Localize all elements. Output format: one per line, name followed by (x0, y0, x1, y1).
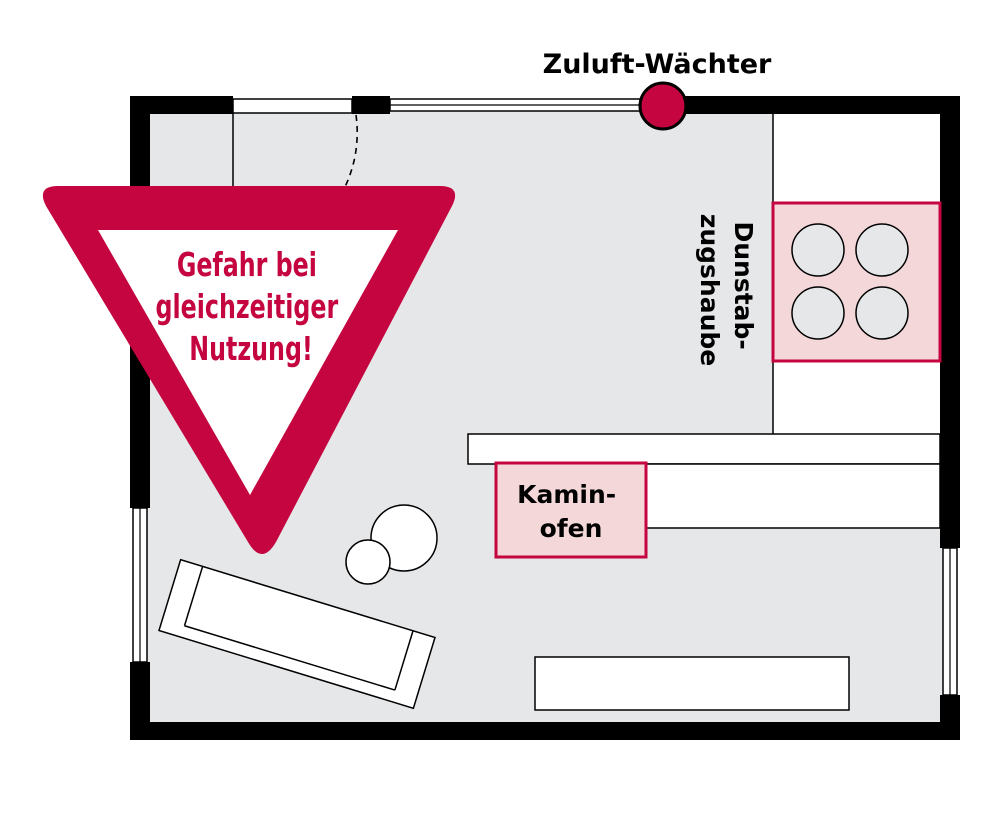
hood-label-line-2: zugshaube (695, 214, 724, 366)
sideboard (534, 656, 850, 711)
side-tables (345, 504, 438, 585)
burner (791, 223, 845, 277)
hood-label: Dunstab- zugshaube (695, 214, 758, 366)
fireplace-stove: Kamin- ofen (494, 461, 648, 559)
island-counter-lower (639, 463, 941, 529)
warning-text: Gefahr bei gleichzeitiger Nutzung! (156, 246, 347, 369)
hood-label-line-1: Dunstab- (729, 221, 758, 349)
cooktop (771, 201, 942, 363)
burner (855, 223, 909, 277)
island-counter (467, 433, 941, 465)
burner (855, 286, 909, 340)
stove-label: Kamin- ofen (517, 480, 625, 543)
burner (791, 286, 845, 340)
top-window (389, 98, 651, 112)
sensor-icon (638, 81, 688, 131)
stove-label-line-2: ofen (540, 514, 603, 543)
sofa (158, 558, 436, 710)
sensor-label: Zuluft-Wächter (543, 49, 772, 80)
left-window (132, 507, 148, 663)
stove-label-line-1: Kamin- (517, 480, 616, 509)
warning-line-1: Gefahr bei (177, 246, 317, 285)
warning-line-3: Nutzung! (189, 330, 313, 369)
right-window (942, 547, 958, 696)
warning-line-2: gleichzeitiger (156, 288, 339, 327)
warning-triangle-icon (42, 186, 456, 554)
